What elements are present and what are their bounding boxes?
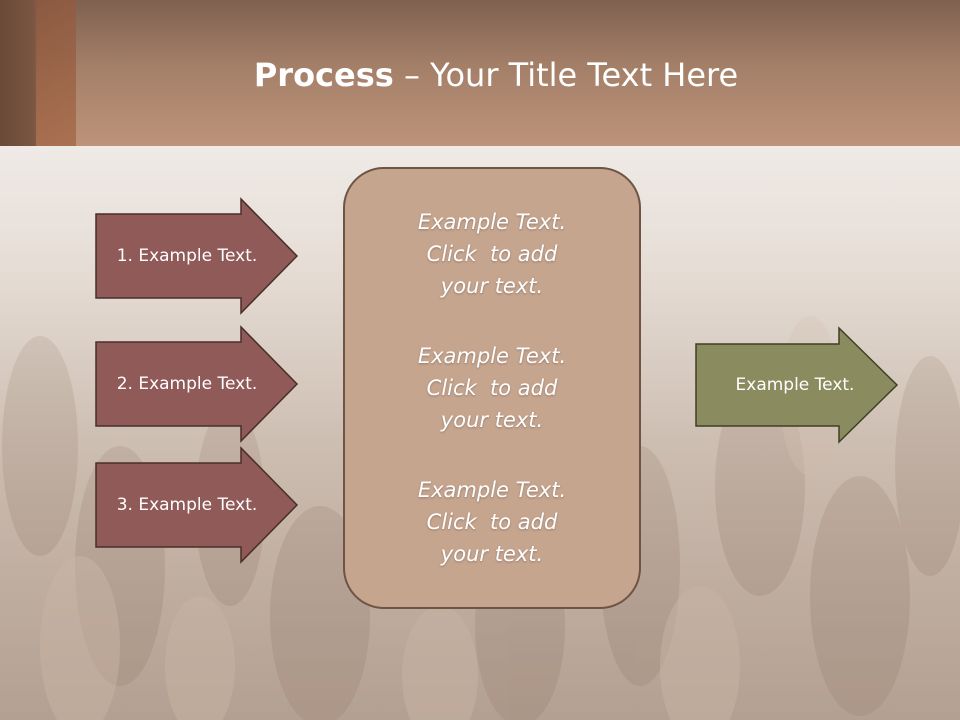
input-arrow-2-label: 2. Example Text. (116, 374, 258, 394)
panel-line: your text. (440, 542, 544, 566)
panel-text-block-1: Example Text. Click to add your text. (418, 206, 566, 302)
panel-line: your text. (440, 408, 544, 432)
title-bar-accent (0, 0, 76, 146)
title-bold: Process (253, 56, 394, 94)
panel-line: your text. (440, 274, 544, 298)
slide-title[interactable]: Process – Your Title Text Here (76, 52, 916, 98)
panel-line: Example Text. (417, 478, 567, 502)
input-arrow-3-label: 3. Example Text. (116, 495, 258, 515)
title-bar (0, 0, 960, 146)
center-panel-shape[interactable] (343, 167, 641, 609)
panel-line: Click to add (426, 242, 558, 266)
panel-line: Click to add (426, 510, 558, 534)
title-dash: – (393, 56, 431, 94)
panel-line: Example Text. (417, 210, 567, 234)
panel-text-block-3: Example Text. Click to add your text. (418, 474, 566, 570)
input-arrow-1-label: 1. Example Text. (116, 246, 258, 266)
input-arrow-2[interactable] (95, 325, 299, 443)
panel-line: Example Text. (417, 344, 567, 368)
input-arrow-3[interactable] (95, 446, 299, 564)
panel-line: Click to add (426, 376, 558, 400)
center-panel[interactable]: Example Text. Click to add your text. Ex… (344, 168, 640, 608)
output-arrow[interactable] (695, 326, 899, 444)
title-rest: Your Title Text Here (430, 56, 739, 94)
input-arrow-1[interactable] (95, 197, 299, 315)
output-arrow-label: Example Text. (735, 375, 855, 395)
panel-text-block-2: Example Text. Click to add your text. (418, 340, 566, 436)
